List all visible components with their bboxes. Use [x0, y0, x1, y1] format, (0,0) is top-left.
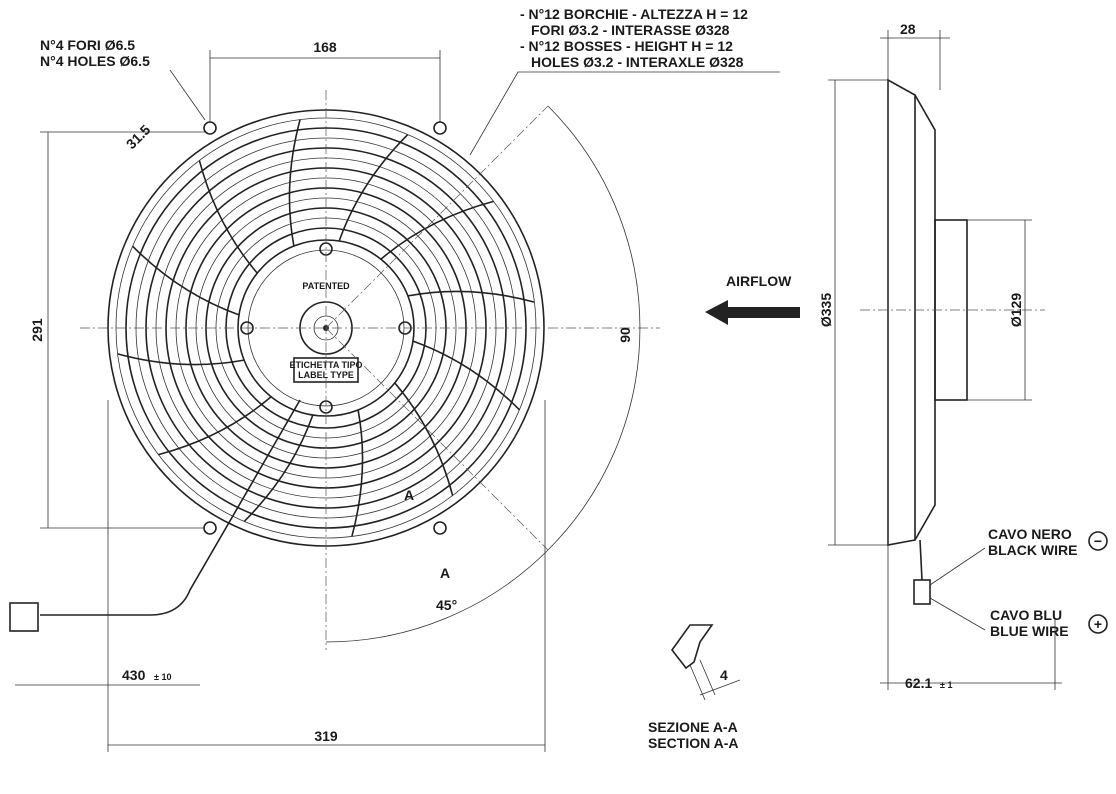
leader-blue-wire: [929, 597, 986, 631]
black-wire-en: BLACK WIRE: [988, 542, 1077, 558]
dim-diameter-129: Ø129: [1008, 293, 1024, 327]
dim-28: 28: [900, 21, 916, 37]
grille-spoke: [158, 396, 272, 456]
grille-spoke: [198, 160, 258, 274]
grille-spoke: [243, 414, 314, 522]
grille-spoke: [407, 290, 535, 303]
diagonal-centerline-2: [325, 105, 549, 329]
plus-icon: [1088, 614, 1108, 634]
dim-diameter-335: Ø335: [818, 293, 834, 327]
grille-spoke: [288, 119, 301, 247]
plus-symbol: +: [1094, 616, 1102, 632]
note-bosses-en-2: HOLES Ø3.2 - INTERAXLE Ø328: [531, 54, 744, 70]
dim-angle-90: 90: [617, 327, 633, 343]
blue-wire-en: BLUE WIRE: [990, 623, 1069, 639]
dim-62-1-tolerance: ± 1: [940, 680, 952, 690]
grille-spoke: [394, 382, 454, 496]
diagonal-centerline: [325, 327, 549, 551]
side-connector: [913, 579, 931, 605]
note-bosses-en-1: - N°12 BOSSES - HEIGHT H = 12: [520, 38, 733, 54]
dim-430-tolerance: ± 10: [154, 672, 171, 682]
dim-291: 291: [29, 318, 45, 342]
section-mark-a-2: A: [440, 565, 450, 581]
connector: [9, 602, 39, 632]
section-mark-a-1: A: [404, 487, 414, 503]
minus-icon: [1088, 531, 1108, 551]
grille-spoke: [132, 245, 240, 316]
angle-45-arc: [325, 549, 549, 643]
grille-spoke: [338, 134, 409, 242]
dim-319: 319: [314, 728, 338, 744]
dim-168: 168: [313, 39, 337, 55]
grille-spoke: [412, 340, 520, 411]
airflow-arrow-icon: [705, 300, 800, 325]
dim-section-4: 4: [720, 667, 728, 683]
leader-holes: [169, 69, 206, 121]
section-a-a-detail: 4: [671, 624, 741, 701]
section-label-en: SECTION A-A: [648, 735, 738, 751]
note-bosses-it-1: - N°12 BORCHIE - ALTEZZA H = 12: [520, 6, 748, 22]
patented-label: PATENTED: [302, 281, 350, 291]
grille-spoke: [380, 200, 494, 260]
dim-angle-45: 45°: [436, 597, 457, 613]
fan-front-view: PATENTED ETICHETTA TIPO LABEL TYPE: [9, 90, 660, 650]
note-holes-it: N°4 FORI Ø6.5: [40, 37, 135, 53]
section-label-it: SEZIONE A-A: [648, 719, 738, 735]
leader-black-wire: [929, 547, 986, 586]
airflow-label: AIRFLOW: [726, 273, 792, 289]
leader-bosses: [469, 71, 780, 156]
black-wire-it: CAVO NERO: [988, 526, 1072, 542]
cable: [40, 399, 301, 616]
minus-symbol: −: [1094, 533, 1102, 549]
note-holes-en: N°4 HOLES Ø6.5: [40, 53, 150, 69]
grille-spokes: [117, 119, 535, 537]
grille-spoke: [351, 409, 364, 537]
fan-side-view: 28 Ø335 Ø129 62.1 ± 1: [818, 21, 1062, 691]
angle-90-arc: [547, 105, 641, 551]
front-dimensions: 168 291 319 430 ± 10 31.5 90 45° A A: [15, 39, 633, 752]
dim-62-1: 62.1: [905, 675, 932, 691]
note-bosses-it-2: FORI Ø3.2 - INTERASSE Ø328: [531, 22, 730, 38]
blue-wire-it: CAVO BLU: [990, 607, 1062, 623]
dim-430: 430: [122, 667, 146, 683]
grille-spoke: [117, 353, 245, 366]
dim-31-5: 31.5: [123, 121, 154, 152]
